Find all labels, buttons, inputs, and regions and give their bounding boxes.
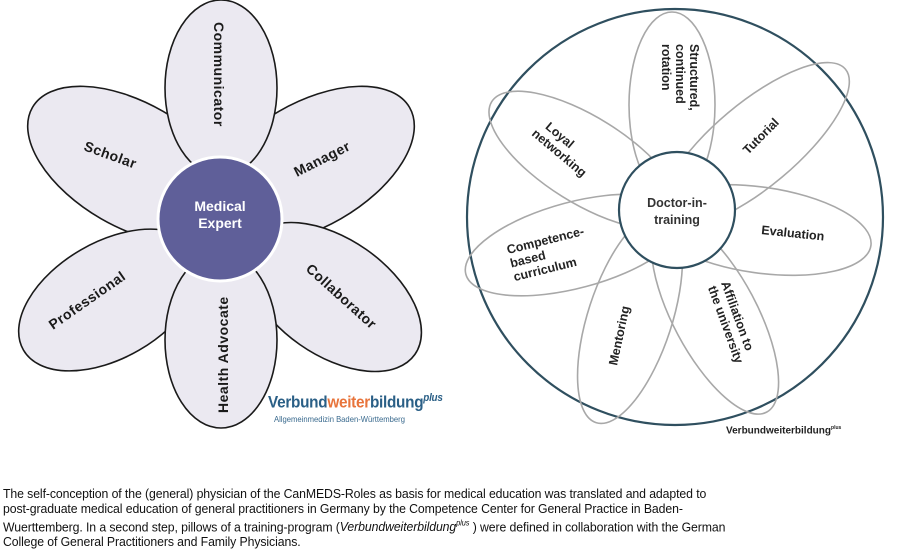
caption-program-superscript: plus xyxy=(456,519,470,528)
caption-line: post-graduate medical education of gener… xyxy=(3,501,683,516)
logo-part-bildung: bildung xyxy=(369,392,424,412)
verbundweiterbildung-wordmark: Verbundweiterbildungplus xyxy=(726,425,841,436)
training-program-flower: Doctor-in- training Structured, continue… xyxy=(464,7,885,427)
label-line: rotation xyxy=(659,44,673,91)
center-label-line-1: Medical xyxy=(194,198,245,214)
petal-label-communicator: Communicator xyxy=(211,22,227,127)
figure-caption: The self-conception of the (general) phy… xyxy=(3,486,840,549)
center-circle-doctor-in-training xyxy=(617,150,737,270)
caption-text: Wuerttemberg. In a second step, pillows … xyxy=(3,519,340,535)
canmeds-flower: Medical Expert Communicator Manager Coll… xyxy=(17,0,423,429)
petal-label-structured-rotation: Structured, continued rotation xyxy=(659,44,701,111)
caption-line: The self-conception of the (general) phy… xyxy=(3,486,707,501)
wordmark-superscript: plus xyxy=(831,425,842,431)
wordmark-text: Verbundweiterbildung xyxy=(726,425,832,437)
logo-part-verbund: Verbund xyxy=(268,392,328,412)
center-circle-medical-expert xyxy=(156,155,284,283)
logo-superscript-plus: plus xyxy=(423,392,443,404)
caption-text: ) were defined in collaboration with the… xyxy=(469,519,726,535)
label-line: Structured, xyxy=(687,44,701,111)
caption-line: Wuerttemberg. In a second step, pillows … xyxy=(3,516,840,534)
verbundweiterbildung-logo: Verbundweiterbildungplus Allgemeinmedizi… xyxy=(268,392,462,424)
caption-line: College of General Practitioners and Fam… xyxy=(3,534,301,549)
figure: Medical Expert Communicator Manager Coll… xyxy=(17,0,885,429)
caption-program-name: Verbundweiterbildung xyxy=(339,519,457,535)
logo-subtitle: Allgemeinmedizin Baden-Württemberg xyxy=(274,413,405,424)
logo-part-weiter: weiter xyxy=(327,392,370,412)
label-line: continued xyxy=(673,44,687,104)
center-label-line-2: Expert xyxy=(198,215,242,231)
petal-label-evaluation: Evaluation xyxy=(761,223,825,244)
label-line: Evaluation xyxy=(761,223,825,244)
center-label-line-2: training xyxy=(654,213,700,227)
petal-label-health-advocate: Health Advocate xyxy=(215,296,231,413)
center-label-line-1: Doctor-in- xyxy=(647,196,707,210)
